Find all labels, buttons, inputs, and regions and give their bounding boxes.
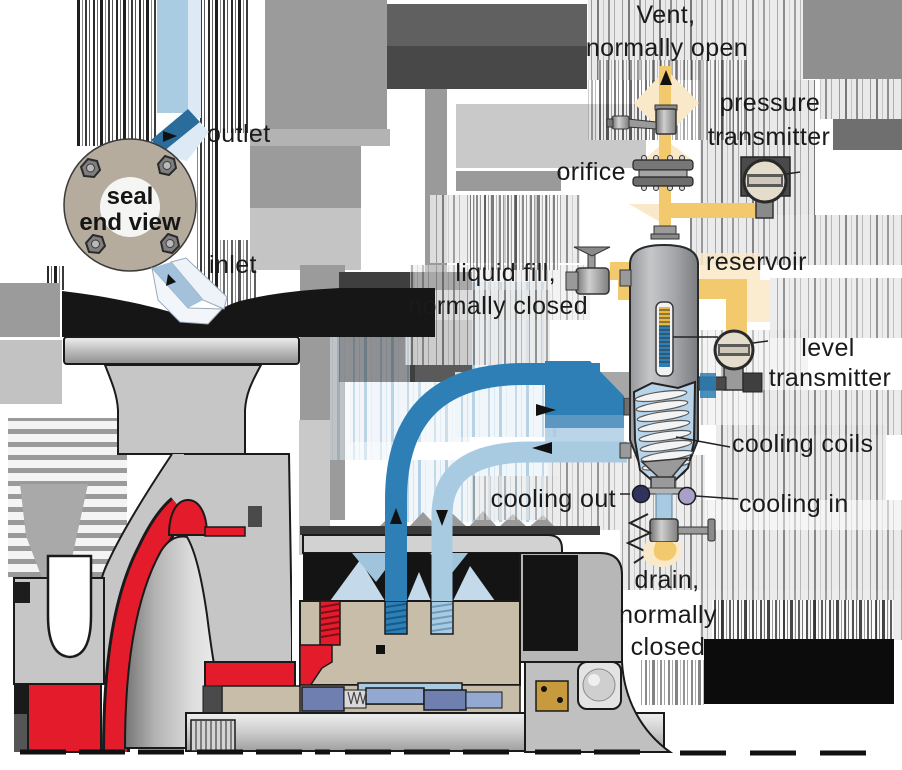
svg-text:cooling in: cooling in [739, 490, 849, 518]
svg-text:normally: normally [619, 601, 717, 629]
svg-text:normally open: normally open [586, 34, 748, 62]
svg-text:outlet: outlet [207, 120, 271, 148]
svg-text:normally closed: normally closed [408, 292, 588, 320]
svg-text:drain,: drain, [635, 566, 700, 594]
svg-text:reservoir: reservoir [706, 248, 807, 276]
svg-text:cooling coils: cooling coils [732, 430, 873, 458]
svg-text:cooling out: cooling out [491, 485, 616, 513]
svg-text:transmitter: transmitter [708, 123, 830, 151]
svg-text:transmitter: transmitter [769, 364, 891, 392]
svg-text:pressure: pressure [720, 89, 820, 117]
svg-text:end view: end view [79, 209, 181, 236]
svg-text:closed: closed [631, 633, 706, 661]
svg-text:liquid fill,: liquid fill, [455, 259, 556, 287]
svg-text:Vent,: Vent, [637, 1, 696, 29]
svg-text:level: level [801, 334, 854, 362]
svg-text:inlet: inlet [209, 251, 257, 279]
svg-text:orifice: orifice [557, 158, 627, 186]
svg-text:seal: seal [107, 183, 154, 210]
